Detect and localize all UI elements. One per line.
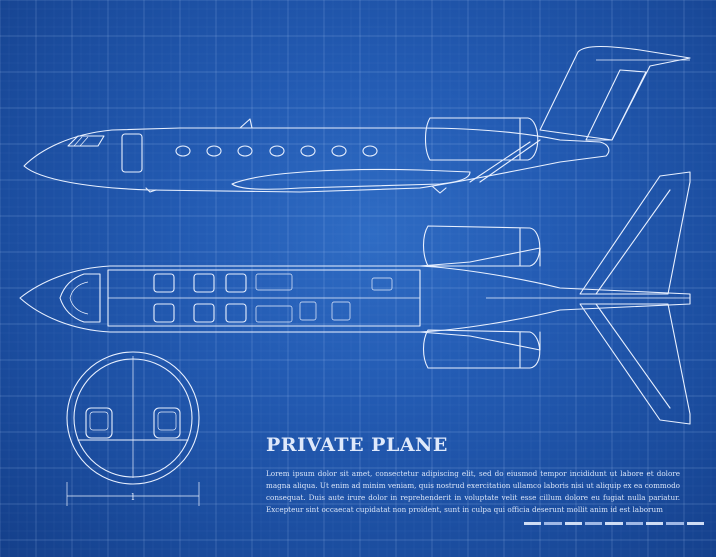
side-fuselage <box>23 127 610 193</box>
plane-side-view <box>23 46 691 194</box>
side-engine <box>424 117 539 161</box>
cabin-furniture <box>331 301 351 321</box>
description-text: Lorem ipsum dolor sit amet, consectetur … <box>266 469 680 514</box>
side-wing <box>231 168 471 190</box>
plane-top-view <box>19 171 691 425</box>
cabin-seat <box>153 303 175 323</box>
cabin-furniture <box>371 277 393 291</box>
top-stabilizer-upper <box>579 171 691 295</box>
page-title: PRIVATE PLANE <box>266 434 448 456</box>
cockpit-window <box>67 135 105 147</box>
top-wing-lower <box>419 331 541 351</box>
fuselage-cross-section: l <box>66 351 200 506</box>
top-stabilizer-lower <box>579 303 691 425</box>
cabin-seat <box>225 273 247 293</box>
cross-section-seat-right <box>153 407 181 439</box>
cabin-seat <box>193 273 215 293</box>
cabin-furniture <box>255 273 293 291</box>
cabin-seat <box>193 303 215 323</box>
side-door <box>121 133 143 173</box>
scale-bar <box>524 522 704 526</box>
top-fuselage <box>19 265 691 333</box>
dimension-label: l <box>132 493 135 503</box>
cabin-furniture <box>255 305 293 323</box>
top-wing-upper <box>419 247 541 267</box>
cabin-seat <box>225 303 247 323</box>
cross-section-seat-left <box>85 407 113 439</box>
cabin-seats <box>153 273 393 323</box>
side-tail-fin <box>539 46 691 141</box>
cabin-windows <box>175 145 378 157</box>
cabin-furniture <box>299 301 317 321</box>
top-engine-upper <box>422 225 541 267</box>
cabin-seat <box>153 273 175 293</box>
top-engine-lower <box>422 329 541 369</box>
